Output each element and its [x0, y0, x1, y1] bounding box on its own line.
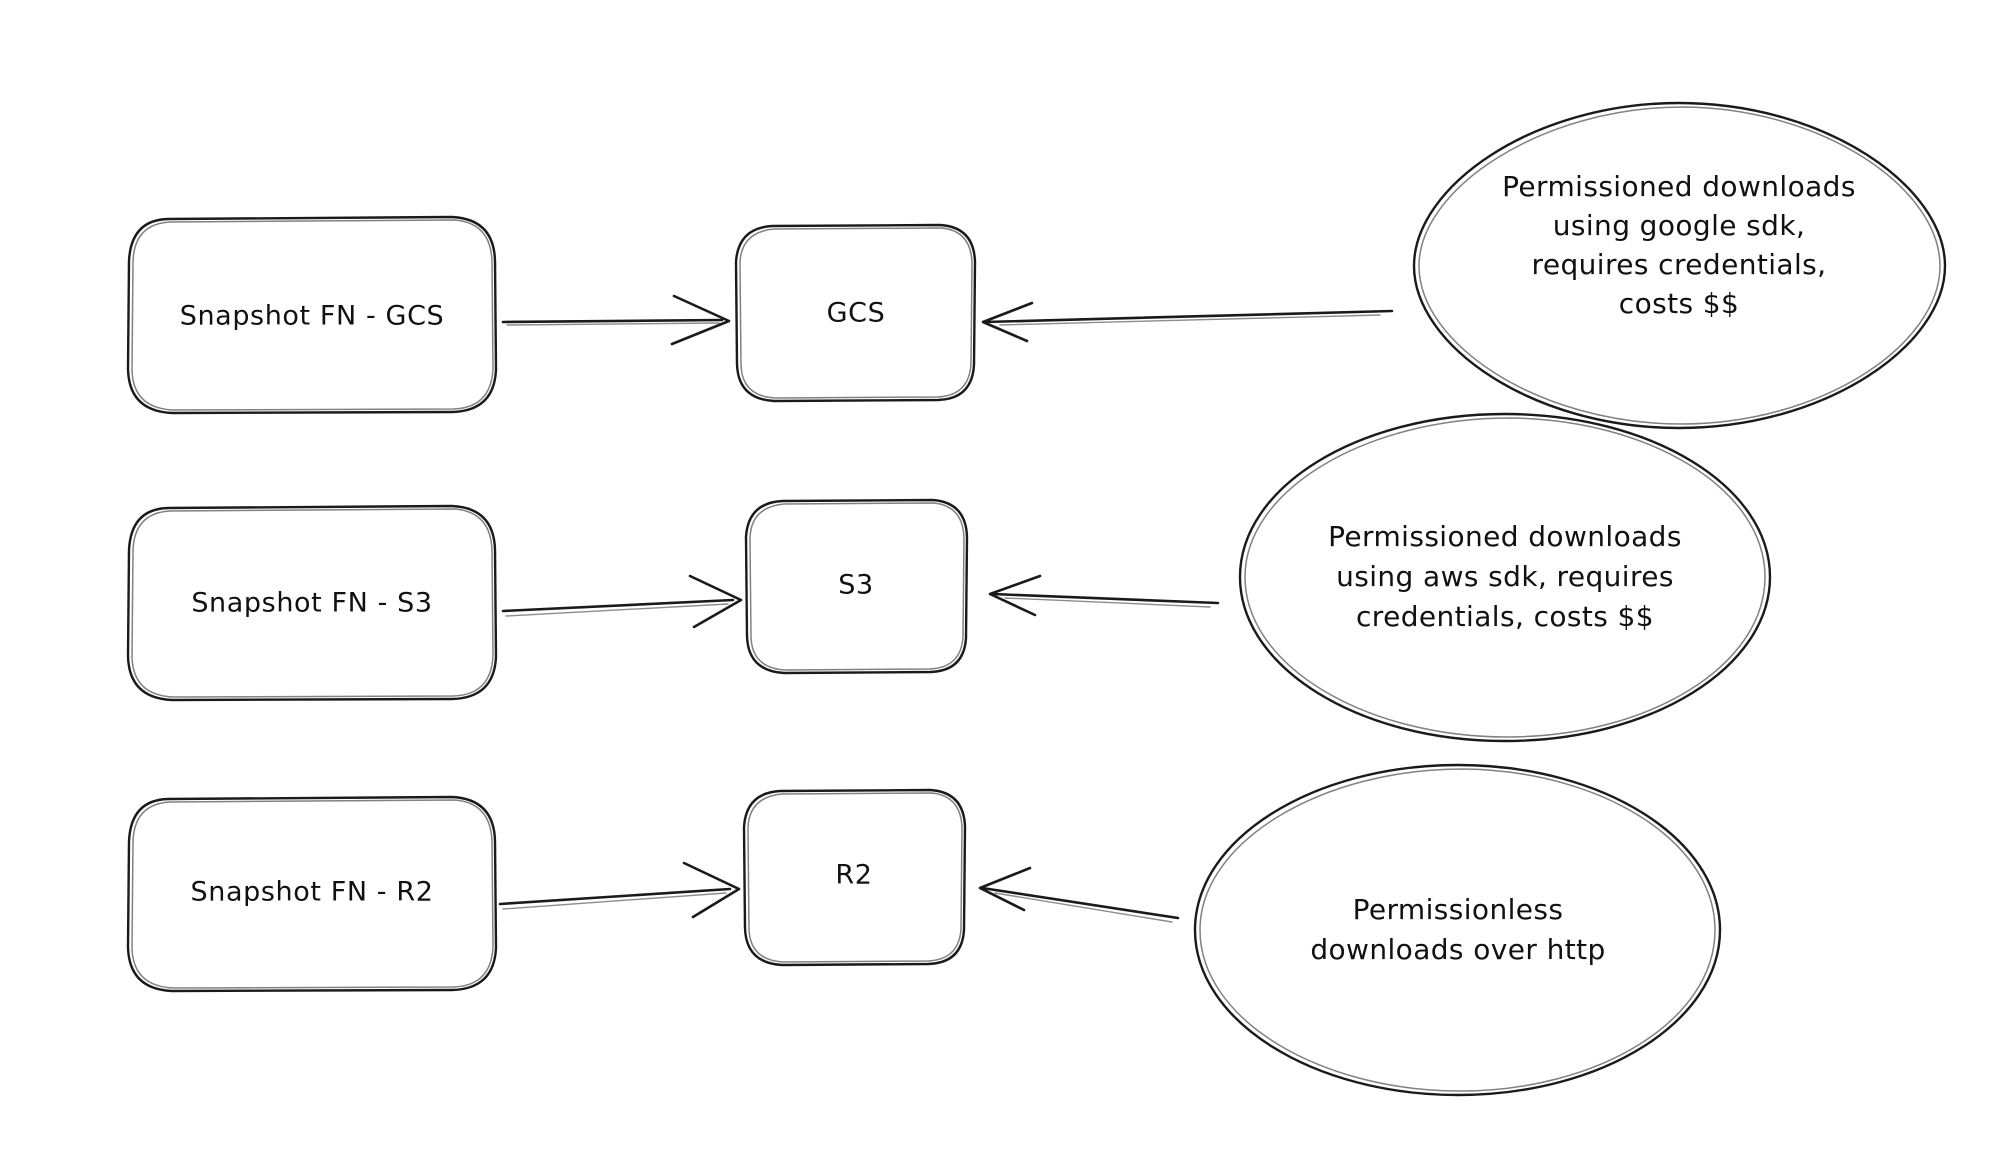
- note-ellipse-gcs-line-2: using google sdk,: [1553, 209, 1806, 242]
- node-r2[interactable]: R2: [742, 788, 967, 967]
- node-snapshot-fn-s3-label: Snapshot FN - S3: [191, 588, 432, 619]
- note-ellipse-gcs-line-3: requires credentials,: [1532, 248, 1827, 281]
- note-ellipse-r2-line-1: Permissionless: [1353, 893, 1564, 926]
- node-gcs-label: GCS: [827, 298, 886, 329]
- arrow-note-gcs-to-gcs: [981, 301, 1394, 343]
- note-ellipse-s3[interactable]: Permissioned downloads using aws sdk, re…: [1238, 412, 1772, 743]
- node-gcs[interactable]: GCS: [734, 223, 977, 403]
- note-ellipse-r2[interactable]: Permissionless downloads over http: [1193, 763, 1722, 1097]
- node-snapshot-fn-gcs[interactable]: Snapshot FN - GCS: [126, 215, 498, 415]
- note-ellipse-gcs-line-4: costs $$: [1619, 287, 1739, 320]
- node-snapshot-fn-r2-label: Snapshot FN - R2: [191, 877, 434, 908]
- arrow-note-r2-to-r2: [978, 866, 1180, 923]
- node-s3[interactable]: S3: [744, 498, 969, 675]
- note-ellipse-s3-line-1: Permissioned downloads: [1328, 520, 1682, 553]
- note-ellipse-r2-line-2: downloads over http: [1310, 933, 1605, 966]
- arrow-snapshot-gcs-to-gcs: [501, 294, 731, 346]
- note-ellipse-s3-line-3: credentials, costs $$: [1356, 600, 1654, 633]
- node-r2-label: R2: [835, 860, 872, 891]
- node-s3-label: S3: [838, 570, 874, 601]
- node-snapshot-fn-gcs-label: Snapshot FN - GCS: [180, 301, 445, 332]
- arrow-note-s3-to-s3: [988, 574, 1220, 617]
- arrow-snapshot-r2-to-r2: [498, 861, 741, 919]
- arrow-snapshot-s3-to-s3: [501, 574, 743, 629]
- note-ellipse-gcs-line-1: Permissioned downloads: [1502, 170, 1856, 203]
- node-snapshot-fn-r2[interactable]: Snapshot FN - R2: [126, 795, 498, 993]
- node-snapshot-fn-s3[interactable]: Snapshot FN - S3: [126, 504, 498, 702]
- note-ellipse-gcs[interactable]: Permissioned downloads using google sdk,…: [1412, 101, 1947, 430]
- note-ellipse-s3-line-2: using aws sdk, requires: [1336, 560, 1674, 593]
